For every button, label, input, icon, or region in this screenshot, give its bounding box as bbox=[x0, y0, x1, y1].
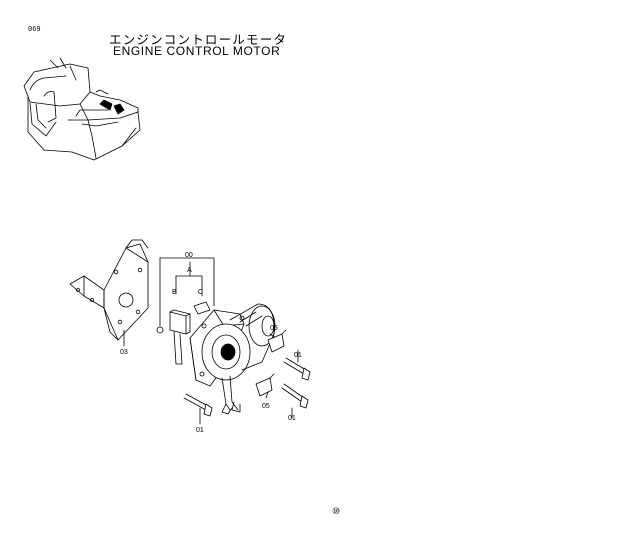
mounting-bracket-icon bbox=[69, 239, 149, 341]
callout-01-upper: 01 bbox=[294, 352, 302, 359]
callout-B: B bbox=[172, 289, 177, 296]
callout-01-right: 01 bbox=[288, 415, 296, 422]
callout-C: C bbox=[198, 289, 203, 296]
callout-A: A bbox=[187, 267, 192, 274]
bolt-icon bbox=[183, 357, 311, 417]
control-motor-icon bbox=[189, 303, 276, 415]
callout-labels: 00 A B C 03 05 01 05 01 01 ⑩ bbox=[120, 252, 340, 516]
footer-symbol: ⑩ bbox=[332, 506, 340, 516]
diagram-title-japanese: エンジンコントロールモータ bbox=[109, 33, 288, 47]
callout-01-left: 01 bbox=[196, 427, 204, 434]
callout-03: 03 bbox=[120, 349, 128, 356]
excavator-thumbnail-icon bbox=[23, 57, 141, 161]
diagram-title-english: ENGINE CONTROL MOTOR bbox=[113, 44, 281, 58]
callout-00: 00 bbox=[185, 252, 193, 259]
clamp-bracket-icon bbox=[255, 329, 287, 397]
page-number: 069 bbox=[28, 26, 41, 34]
callout-05-upper: 05 bbox=[270, 325, 278, 332]
callout-05-lower: 05 bbox=[262, 403, 270, 410]
clamp-hardware-icon bbox=[156, 301, 211, 365]
